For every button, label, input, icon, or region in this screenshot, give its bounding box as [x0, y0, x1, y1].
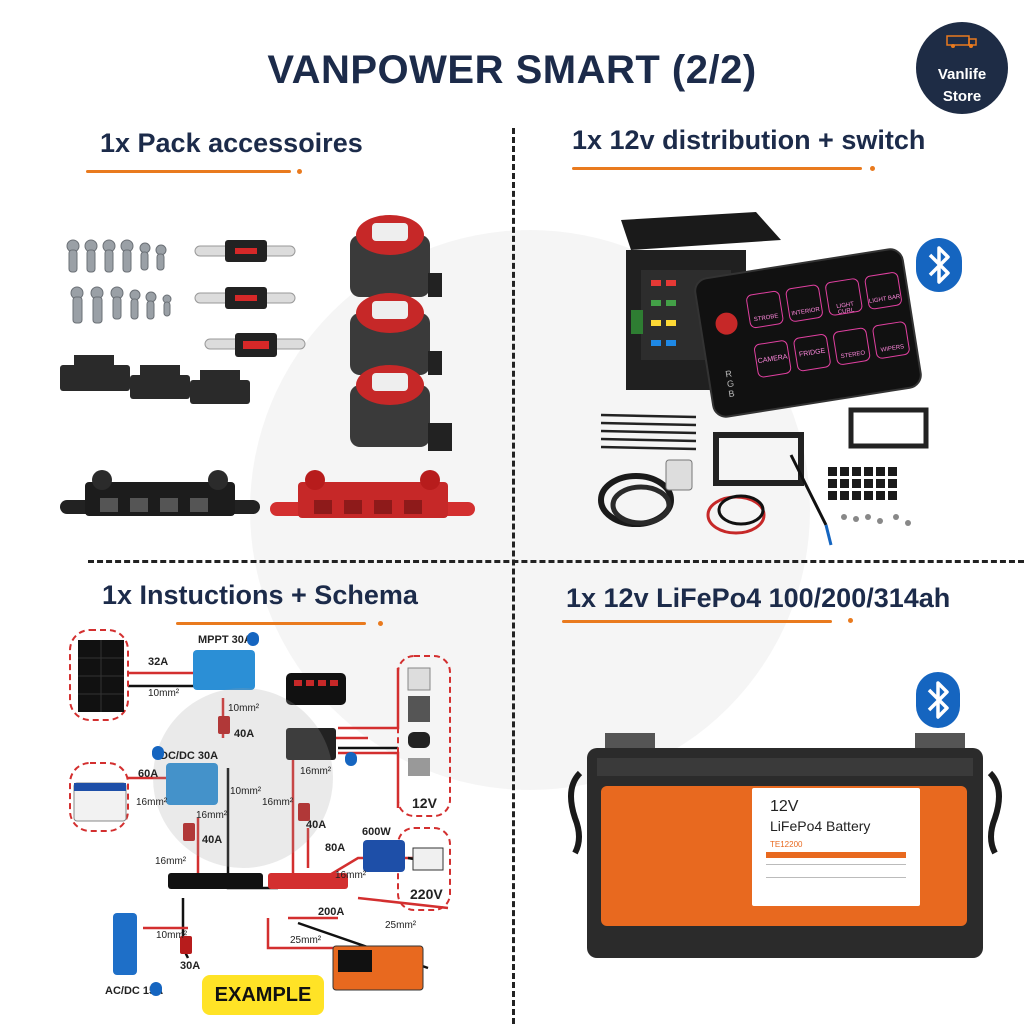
fuse-label: 40A	[234, 728, 255, 740]
cable-label: 16mm²	[136, 797, 168, 808]
cable-label: 16mm²	[155, 856, 187, 867]
fuse-label: 60A	[138, 768, 159, 780]
power-button	[713, 311, 740, 337]
page-title: VANPOWER SMART (2/2)	[267, 48, 757, 92]
horizontal-divider	[88, 560, 1024, 563]
fuse-label: 40A	[306, 819, 327, 831]
fuse-label: 200A	[318, 906, 345, 918]
switch-button: INTERIOR	[784, 283, 824, 323]
cable-label: 16mm²	[300, 766, 332, 777]
bluetooth-icon	[150, 982, 162, 996]
title-distribution-switch: 1x 12v distribution + switch	[572, 125, 926, 155]
underline-dot	[378, 621, 383, 626]
title-lifepo4-battery: 1x 12v LiFePo4 100/200/314ah	[566, 583, 951, 613]
title-instructions-schema: 1x Instuctions + Schema	[102, 580, 418, 610]
battery-spec-strip	[766, 852, 906, 858]
inverter-label: 600W	[362, 826, 391, 838]
title-underline	[562, 620, 832, 623]
battery-label-panel: 12V LiFePo4 Battery TE12200	[752, 788, 920, 906]
switch-button: WIPERS	[871, 320, 911, 360]
switch-button: STEREO	[832, 326, 872, 366]
ring-terminals	[66, 239, 172, 324]
fuse-label: 32A	[148, 656, 169, 668]
bluetooth-icon	[916, 672, 960, 728]
title-pack-accessoires: 1x Pack accessoires	[100, 128, 363, 158]
battery-spec-lines	[766, 864, 906, 878]
switch-side-text: RGB	[724, 368, 736, 400]
title-underline	[86, 170, 291, 173]
underline-dot	[870, 166, 875, 171]
bluetooth-icon	[916, 238, 962, 292]
switch-button: LIGHT CURL	[824, 277, 864, 317]
bluetooth-icon	[247, 632, 259, 646]
output-12v-label: 12V	[412, 795, 437, 811]
switch-button: FRIDGE	[792, 333, 832, 373]
schema-dcdc-label: DC/DC 30A	[160, 750, 219, 762]
switch-button: STROBE	[745, 290, 785, 329]
bluetooth-icon	[345, 752, 357, 766]
bluetooth-icon	[152, 746, 164, 760]
fuse-holders	[194, 240, 306, 357]
cable-label: 10mm²	[230, 786, 262, 797]
schema-mppt-label: MPPT 30A	[198, 634, 252, 646]
example-badge: EXAMPLE	[202, 975, 324, 1015]
schema-acdc-label: AC/DC 15A	[105, 985, 164, 997]
output-220v-label: 220V	[410, 886, 443, 902]
busbar-black	[60, 470, 260, 516]
cable-label: 16mm²	[196, 810, 228, 821]
van-icon	[946, 35, 977, 48]
vertical-divider	[512, 128, 515, 1024]
cable-label: 10mm²	[156, 930, 188, 941]
title-underline	[572, 167, 862, 170]
battery-model: TE12200	[770, 840, 803, 849]
logo-text-store: Store	[942, 88, 982, 105]
battery-voltage: 12V	[770, 798, 799, 815]
fuse-label: 30A	[180, 960, 201, 972]
cable-label: 16mm²	[335, 870, 367, 881]
wiring-schema	[69, 629, 451, 991]
fuse-label: 80A	[325, 842, 346, 854]
accessories-pack-image	[60, 215, 475, 518]
underline-dot	[848, 618, 853, 623]
switch-button: CAMERA	[753, 339, 793, 379]
switch-accessories-image	[598, 407, 929, 546]
battery-name: LiFePo4 Battery	[770, 818, 871, 834]
fuse-blocks	[60, 355, 250, 404]
store-logo: Vanlife Store	[916, 22, 1008, 114]
cable-label: 25mm²	[290, 935, 322, 946]
switch-button: LIGHT BAR	[863, 271, 903, 311]
battery-switches	[350, 215, 452, 451]
title-underline	[176, 622, 366, 625]
fuse-label: 40A	[202, 834, 223, 846]
cable-label: 10mm²	[148, 688, 180, 699]
logo-text-vanlife: Vanlife	[937, 66, 987, 83]
cable-label: 10mm²	[228, 703, 260, 714]
cable-label: 25mm²	[385, 920, 417, 931]
cable-label: 16mm²	[262, 797, 294, 808]
underline-dot	[297, 169, 302, 174]
busbar-red	[270, 470, 475, 518]
